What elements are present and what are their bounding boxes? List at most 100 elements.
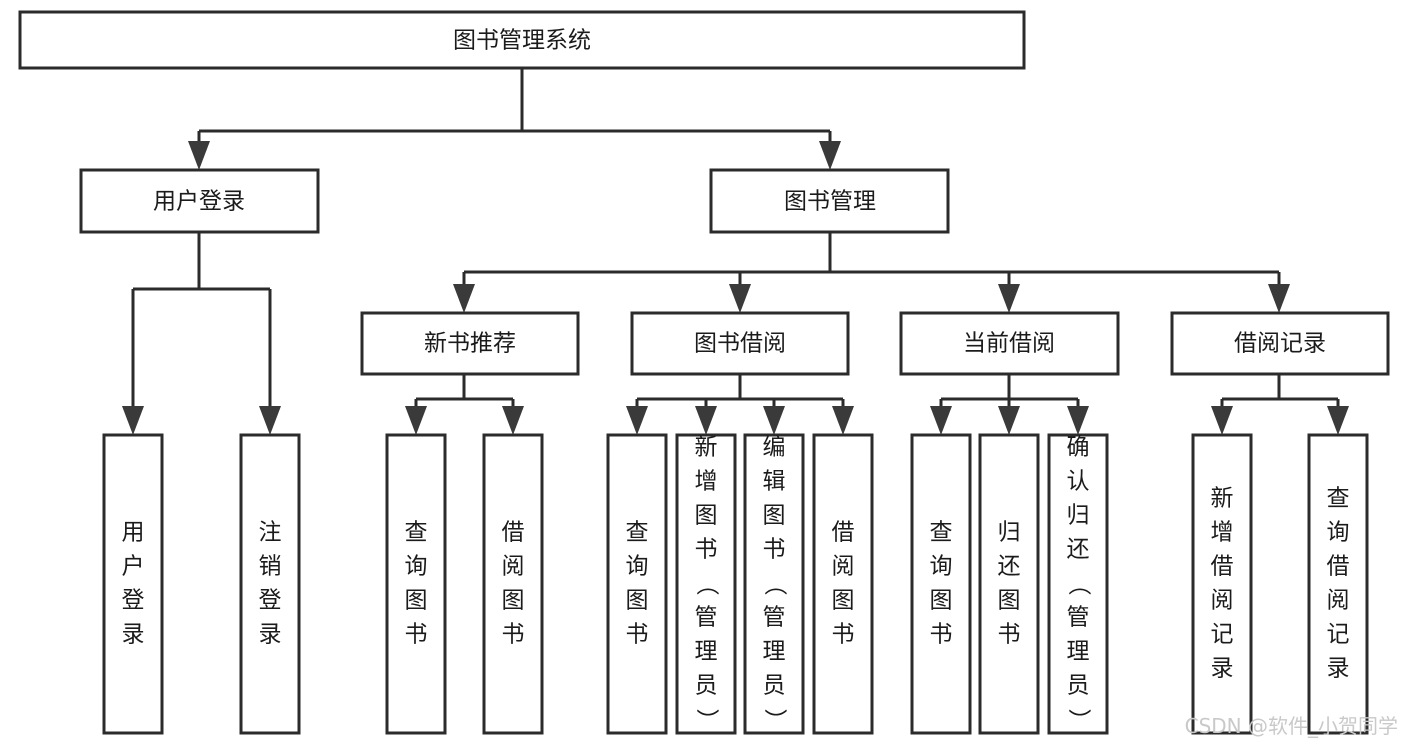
leaf-bookborrow-borrow-box[interactable] — [812, 433, 874, 735]
svg-text:询: 询 — [1327, 520, 1350, 546]
arrow-to-bookborrow-leaf-1 — [626, 406, 648, 435]
svg-text:借: 借 — [832, 520, 855, 546]
svg-text:认: 认 — [1067, 469, 1090, 495]
svg-text:还: 还 — [1067, 537, 1090, 563]
svg-text:登: 登 — [259, 588, 282, 614]
leaf-user-login-logout-box[interactable] — [239, 433, 301, 735]
node-borrow-record-box[interactable] — [1170, 311, 1390, 376]
leaf-currentborrow-confirm-box[interactable] — [1047, 433, 1109, 735]
node-borrow-record[interactable]: 借阅记录 — [1170, 311, 1390, 376]
svg-text:图: 图 — [763, 503, 786, 529]
leaf-bookborrow-edit-box[interactable] — [743, 433, 805, 735]
svg-text:询: 询 — [930, 554, 953, 580]
svg-text:户: 户 — [122, 554, 145, 580]
svg-text:辑: 辑 — [763, 469, 786, 495]
arrow-to-leaf-logout — [259, 406, 281, 435]
arrow-to-borrow-record — [1268, 284, 1290, 313]
arrow-to-current-borrow — [998, 284, 1020, 313]
svg-text:销: 销 — [259, 554, 282, 580]
node-new-book-recommend-label: 新书推荐 — [424, 331, 516, 357]
node-book-manage-box[interactable] — [709, 168, 950, 234]
node-new-book-recommend[interactable]: 新书推荐 — [360, 311, 580, 376]
svg-text:录: 录 — [259, 622, 282, 648]
node-root[interactable]: 图书管理系统 — [18, 10, 1026, 70]
leaf-currentborrow-query-box[interactable] — [910, 433, 972, 735]
node-book-manage[interactable]: 图书管理 — [709, 168, 950, 234]
leaf-currentborrow-return-box[interactable] — [978, 433, 1040, 735]
leaf-user-login-login-box[interactable] — [102, 433, 164, 735]
svg-text:（: （ — [762, 573, 788, 596]
node-user-login-label: 用户登录 — [153, 189, 245, 215]
node-current-borrow[interactable]: 当前借阅 — [899, 311, 1120, 376]
svg-text:员: 员 — [695, 673, 718, 699]
svg-text:借: 借 — [1327, 554, 1350, 580]
leaf-newbook-query-box[interactable] — [385, 433, 447, 735]
leaf-bookborrow-query-box[interactable] — [606, 433, 668, 735]
arrow-to-bookborrow-leaf-3 — [763, 406, 785, 435]
svg-text:书: 书 — [763, 537, 786, 563]
svg-text:增: 增 — [695, 469, 718, 495]
arrow-to-currentborrow-leaf-3 — [1067, 406, 1089, 435]
svg-text:借: 借 — [1211, 554, 1234, 580]
arrow-to-book-manage — [819, 141, 841, 170]
svg-text:记: 记 — [1211, 622, 1234, 648]
node-book-borrow[interactable]: 图书借阅 — [630, 311, 850, 376]
svg-text:书: 书 — [832, 622, 855, 648]
arrow-to-bookborrow-leaf-4 — [832, 406, 854, 435]
svg-text:图: 图 — [930, 588, 953, 614]
node-current-borrow-box[interactable] — [899, 311, 1120, 376]
svg-text:确: 确 — [1067, 435, 1090, 461]
svg-text:书: 书 — [930, 622, 953, 648]
svg-text:查: 查 — [1327, 486, 1350, 512]
arrow-to-newbook-leaf-1 — [405, 406, 427, 435]
svg-text:图: 图 — [502, 588, 525, 614]
leaf-user-login-login[interactable]: 用户登录 — [102, 433, 164, 735]
svg-text:询: 询 — [405, 554, 428, 580]
svg-text:编: 编 — [763, 435, 786, 461]
leaf-newbook-borrow-box[interactable] — [482, 433, 544, 735]
svg-text:（: （ — [1066, 573, 1092, 596]
node-user-login-box[interactable] — [79, 168, 320, 234]
arrow-to-leaf-user-login — [122, 406, 144, 435]
arrow-to-new-book-recommend — [453, 284, 475, 313]
node-user-login[interactable]: 用户登录 — [79, 168, 320, 234]
svg-text:增: 增 — [1211, 520, 1234, 546]
node-root-box[interactable] — [18, 10, 1026, 70]
svg-text:还: 还 — [998, 554, 1021, 580]
svg-text:注: 注 — [259, 520, 282, 546]
leaf-borrowrecord-add-box[interactable] — [1191, 433, 1253, 735]
svg-text:阅: 阅 — [1327, 588, 1350, 614]
node-new-book-recommend-box[interactable] — [360, 311, 580, 376]
svg-text:员: 员 — [1067, 673, 1090, 699]
leaf-borrowrecord-query-box[interactable] — [1307, 433, 1369, 735]
svg-text:图: 图 — [695, 503, 718, 529]
svg-text:用: 用 — [122, 520, 145, 546]
node-borrow-record-label: 借阅记录 — [1234, 331, 1326, 357]
leaf-bookborrow-add-box[interactable] — [675, 433, 737, 735]
arrowhead-layer — [122, 141, 1349, 435]
node-book-borrow-box[interactable] — [630, 311, 850, 376]
